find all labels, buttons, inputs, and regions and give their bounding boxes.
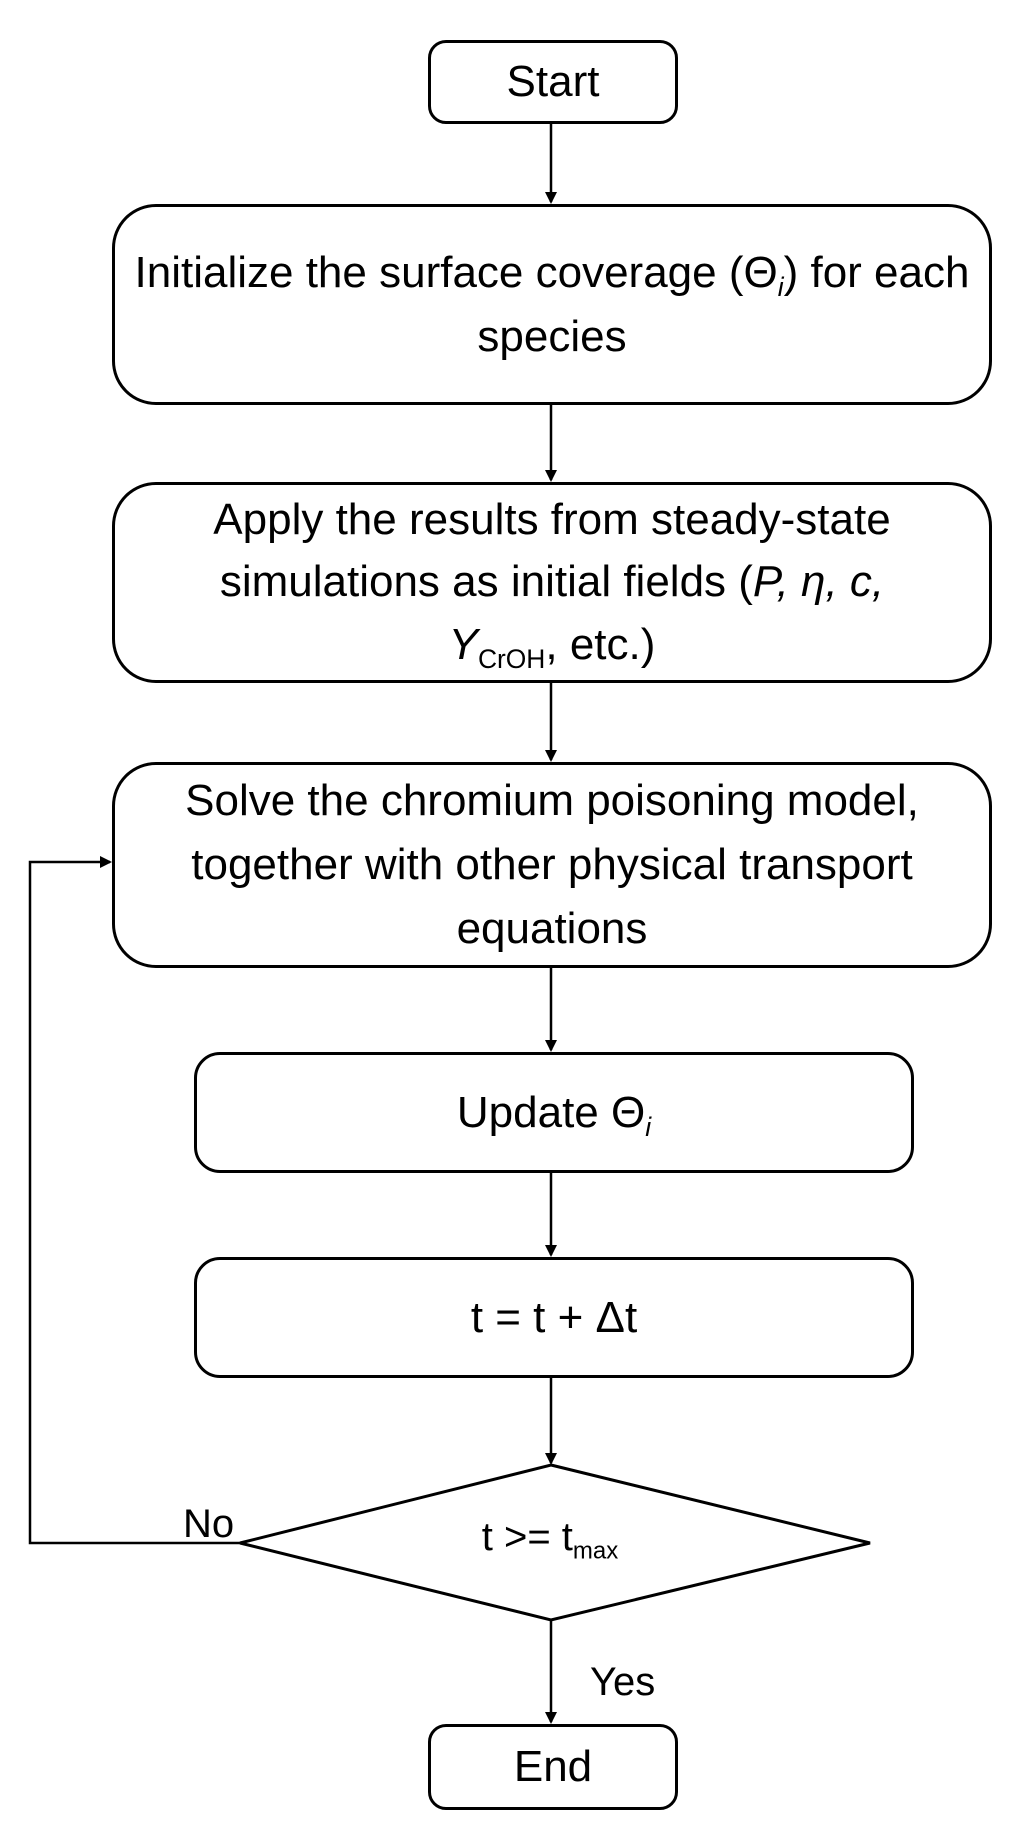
decision-text: t >= tmax bbox=[481, 1515, 619, 1565]
start-node: Start bbox=[428, 40, 678, 124]
no-label: No bbox=[183, 1502, 235, 1546]
start-label: Start bbox=[506, 57, 600, 107]
time-increment-node: t = t + Δt bbox=[194, 1257, 914, 1378]
solve-model-node: Solve the chromium poisoning model, toge… bbox=[112, 762, 992, 968]
decision-diamond bbox=[239, 1463, 871, 1622]
end-node: End bbox=[428, 1724, 678, 1810]
solve-model-text: Solve the chromium poisoning model, toge… bbox=[185, 776, 919, 953]
apply-results-text: Apply the results from steady-state simu… bbox=[213, 494, 891, 674]
update-theta-node: Update Θi bbox=[194, 1052, 914, 1173]
arrow-no-loop bbox=[28, 856, 240, 1545]
apply-results-node: Apply the results from steady-state simu… bbox=[112, 482, 992, 683]
initialize-text: Initialize the surface coverage (Θi) for… bbox=[134, 247, 970, 361]
time-increment-text: t = t + Δt bbox=[470, 1292, 638, 1342]
update-theta-text: Update Θi bbox=[456, 1087, 652, 1142]
end-label: End bbox=[513, 1742, 593, 1792]
initialize-node: Initialize the surface coverage (Θi) for… bbox=[112, 204, 992, 405]
yes-label: Yes bbox=[590, 1660, 656, 1704]
